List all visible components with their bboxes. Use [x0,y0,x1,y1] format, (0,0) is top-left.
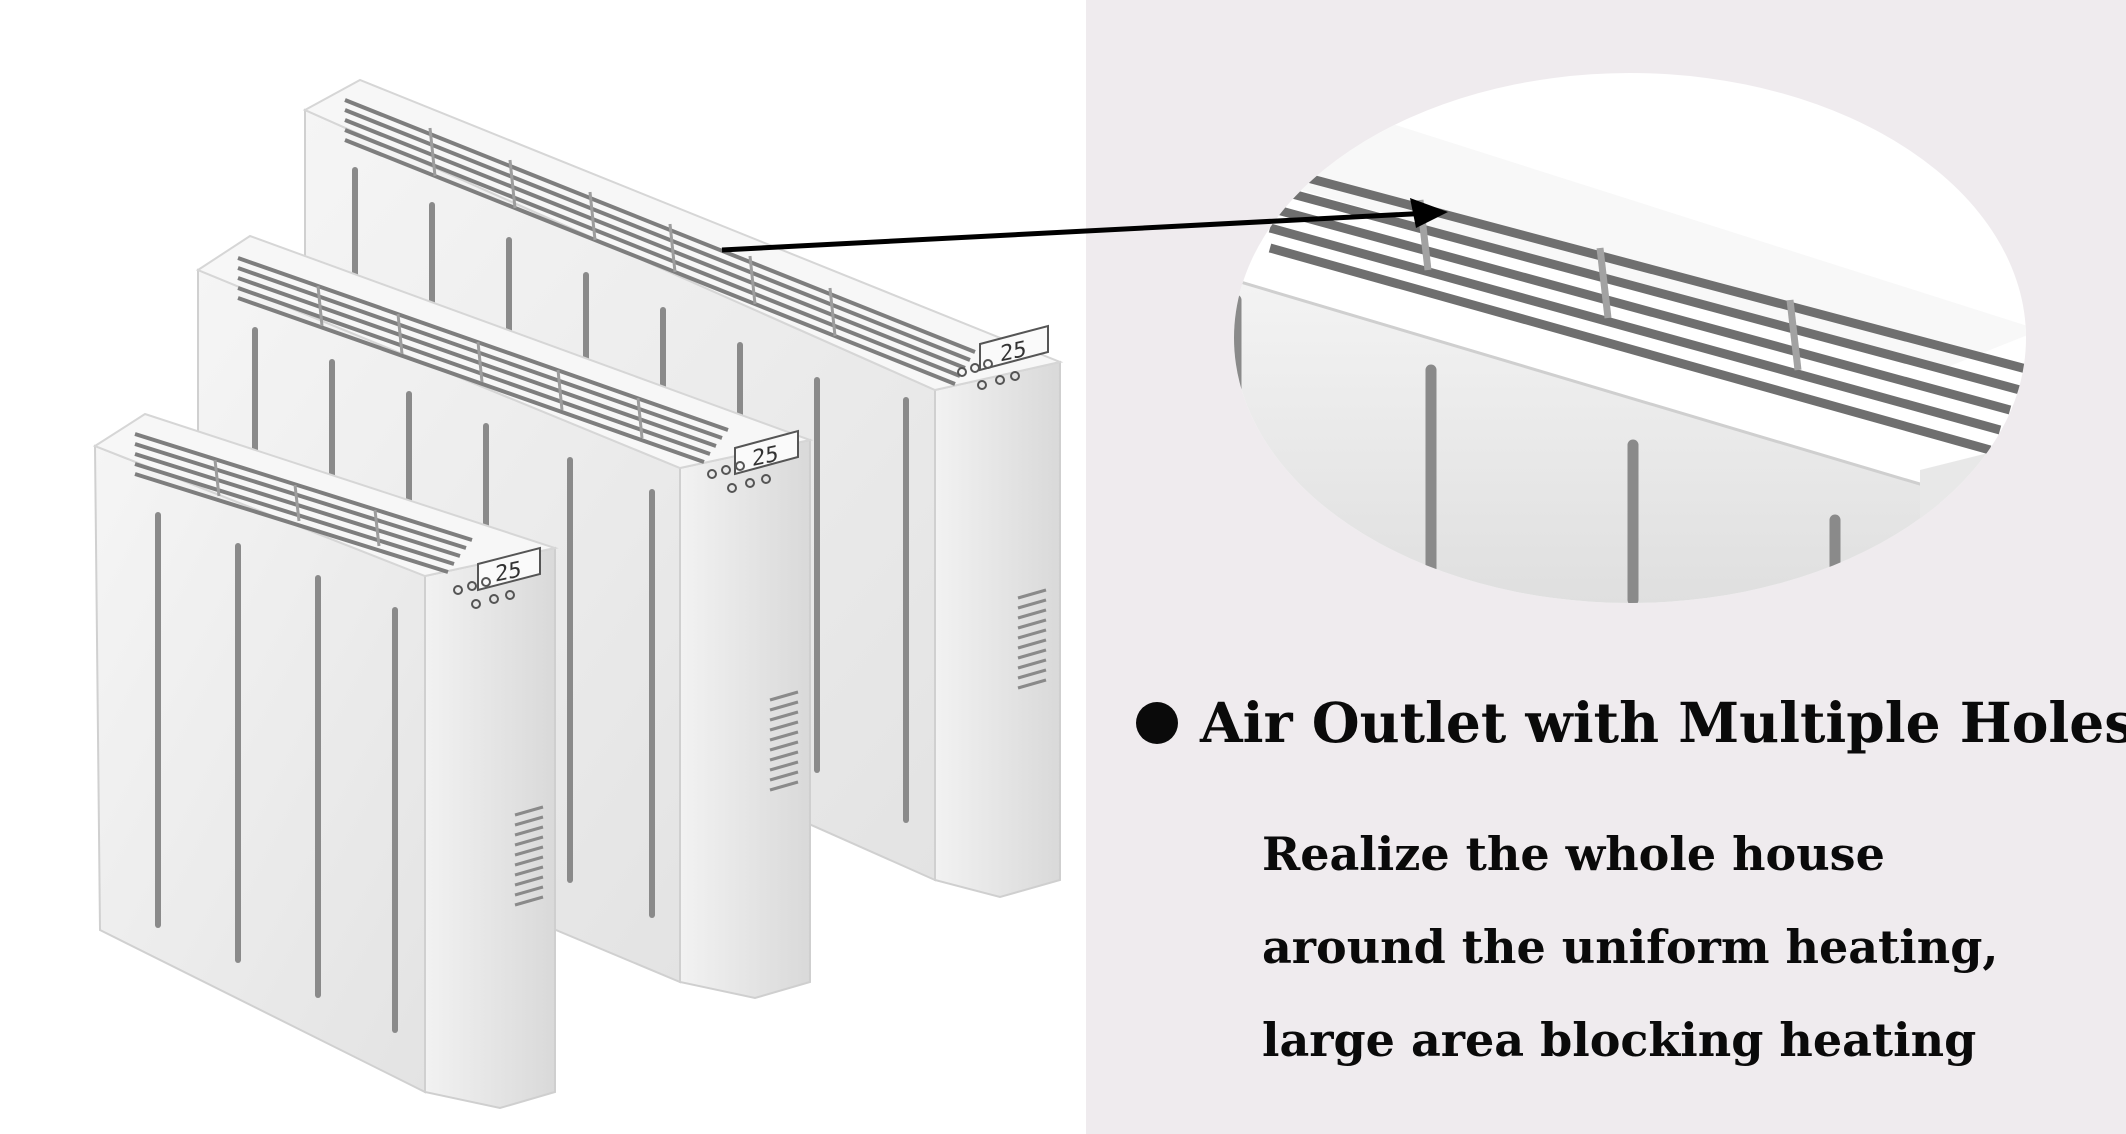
thermostat-display: 25 [453,546,541,609]
temperature-readout: 25 [495,556,521,587]
description-line: large area blocking heating [1262,1013,1977,1067]
thermostat-display: 25 [707,429,799,493]
heater-small: 25 [92,412,559,1110]
filled-circle-icon [1136,702,1178,744]
temperature-readout: 25 [1000,336,1026,367]
thermostat-display: 25 [957,324,1049,390]
feature-heading: Air Outlet with Multiple Holes [1136,688,2126,758]
pointer-arrow [721,198,1448,253]
temperature-readout: 25 [752,441,778,472]
air-outlet-zoom-view [1234,73,2026,603]
description-line: around the uniform heating, [1262,920,1999,974]
feature-description: Realize the whole house around the unifo… [1262,808,2112,1087]
description-line: Realize the whole house [1262,827,1885,881]
feature-title: Air Outlet with Multiple Holes [1200,690,2126,755]
